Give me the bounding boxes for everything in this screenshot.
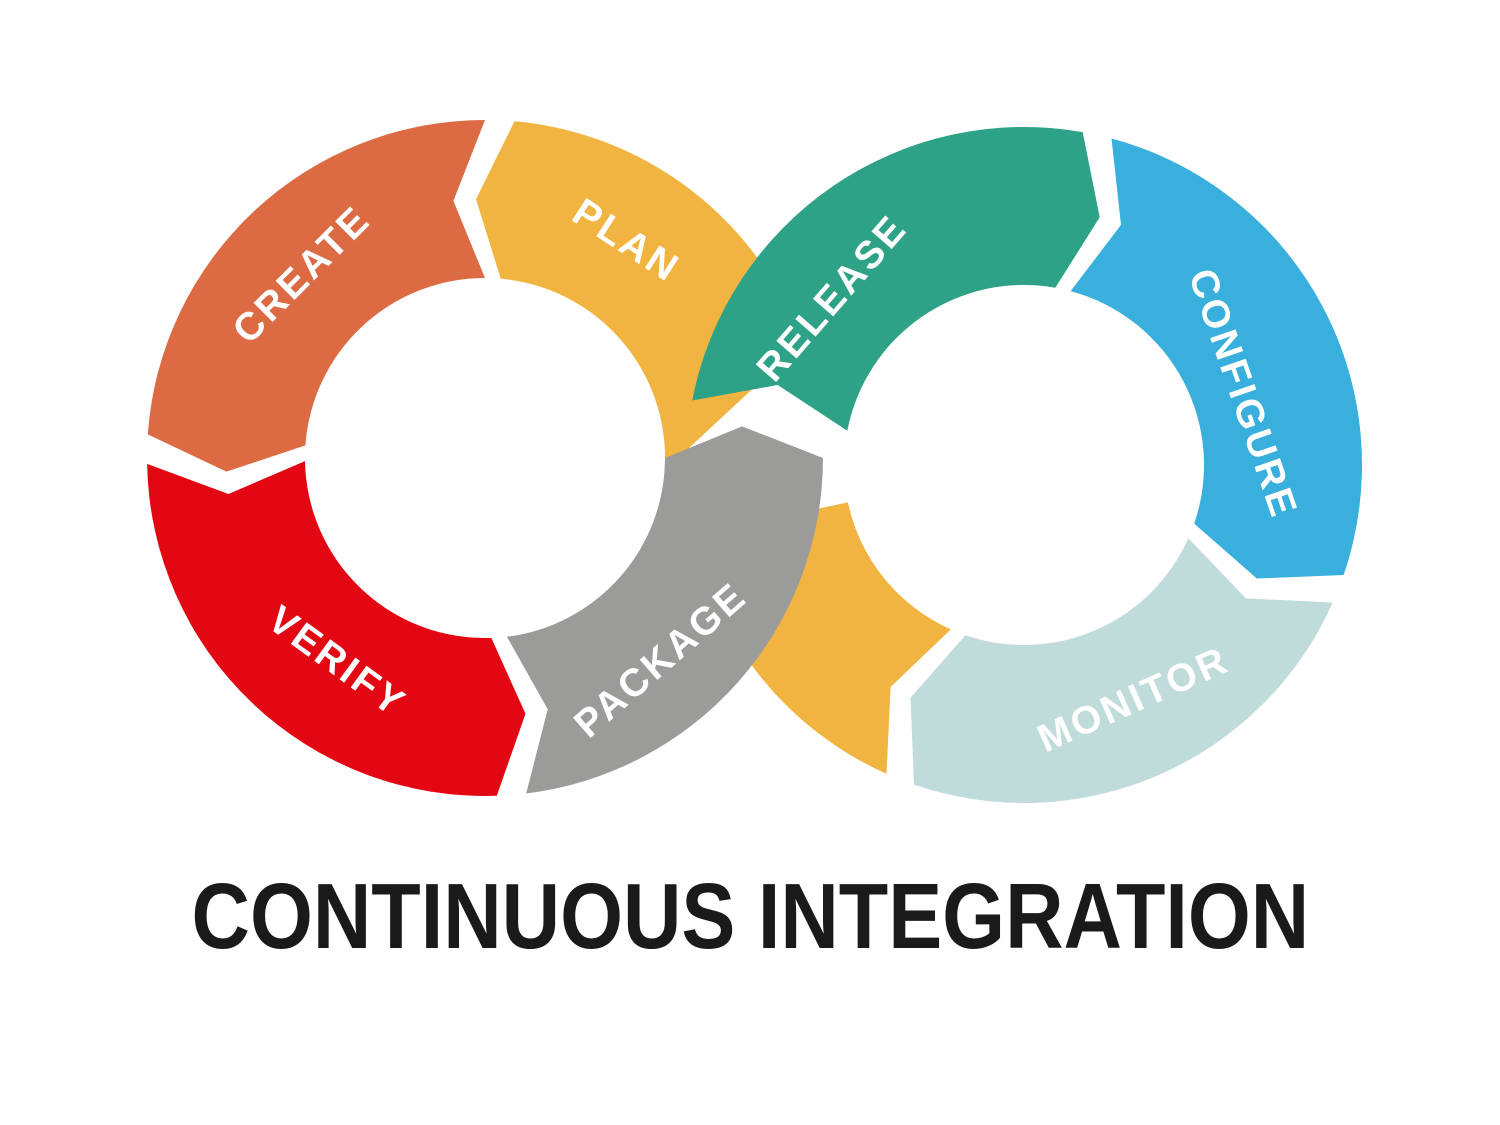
segment-monitor <box>910 538 1333 804</box>
segment-package <box>506 426 824 794</box>
segment-verify <box>147 461 526 797</box>
diagram-title-text: CONTINUOUS INTEGRATION <box>191 864 1309 968</box>
segment-create <box>147 120 486 472</box>
segment-configure <box>1070 138 1363 579</box>
segment-release <box>692 126 1100 431</box>
diagram-title: CONTINUOUS INTEGRATION <box>0 864 1500 968</box>
